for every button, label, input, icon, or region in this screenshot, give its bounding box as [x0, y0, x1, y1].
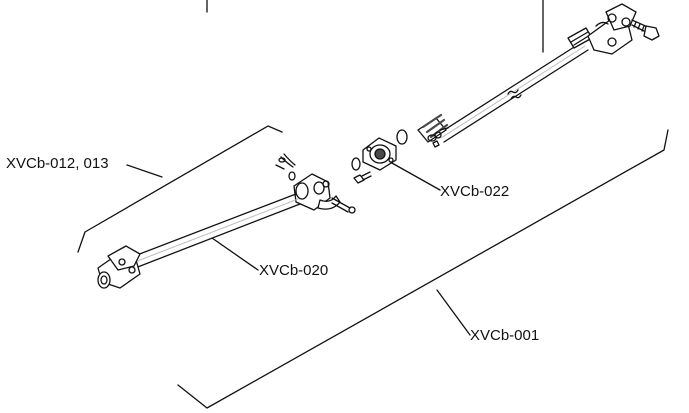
- lower-shaft: [123, 193, 301, 271]
- callout-upper-assembly: XVCb-012, 013: [6, 155, 109, 172]
- flange-washer: [351, 157, 361, 171]
- upper-universal-joint: [587, 3, 637, 55]
- middle-washer: [288, 171, 296, 181]
- leader-lower-shaft: [211, 237, 259, 271]
- leader-bearing-flange: [382, 157, 441, 191]
- o-ring: [396, 129, 408, 145]
- middle-universal-joint: [293, 173, 341, 211]
- spline-hardware: [427, 127, 449, 148]
- bracket-upper-assembly: [77, 125, 283, 253]
- middle-pin: [331, 197, 356, 214]
- callout-bearing-flange: XVCb-022: [440, 183, 510, 200]
- callout-lower-shaft: XVCb-020: [259, 262, 329, 279]
- bracket-complete-assembly: [177, 129, 669, 409]
- bearing-flange: [362, 137, 397, 171]
- lower-universal-joint: [97, 245, 141, 289]
- flange-bolt: [353, 171, 372, 184]
- callout-complete-assembly: XVCb-001: [470, 327, 540, 344]
- cotter-pin: [275, 153, 296, 170]
- lower-spline: [417, 113, 449, 143]
- upper-shaft: [437, 41, 589, 143]
- upper-bolt: [631, 19, 660, 41]
